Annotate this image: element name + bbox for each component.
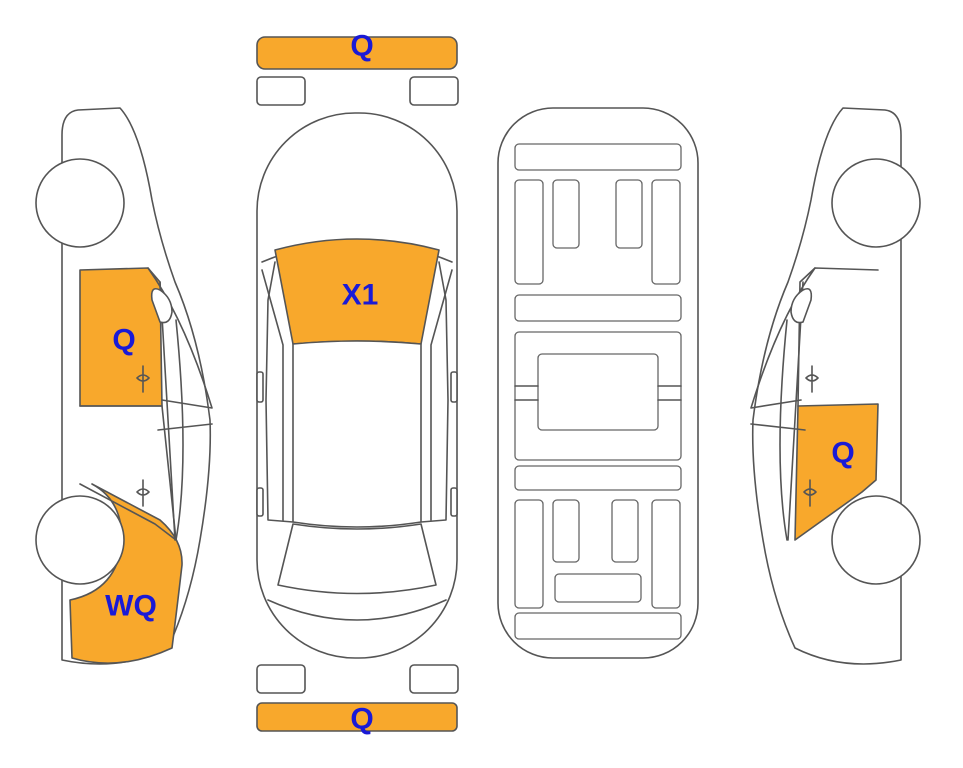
right-mirror	[450, 371, 458, 403]
rear-right-light	[409, 664, 459, 694]
right-a-pillar	[430, 269, 453, 521]
underbody-rear-inner-right	[611, 499, 639, 563]
underbody-rear-right-rail	[651, 499, 681, 609]
underbody-center-panel	[537, 353, 659, 431]
right-front-wheel	[831, 158, 921, 248]
underbody-front-left-rail	[514, 179, 544, 285]
left-front-handle	[136, 365, 150, 393]
underbody-rear-inner-left	[552, 499, 580, 563]
rear-window	[277, 523, 437, 595]
rear-left-light	[256, 664, 306, 694]
trunk-line	[267, 599, 447, 621]
right-handle	[450, 487, 458, 517]
underbody-front-inner-right	[615, 179, 643, 249]
front-bumper-panel[interactable]	[256, 36, 458, 70]
left-front-door-panel[interactable]	[79, 267, 163, 407]
left-rear-handle	[136, 479, 150, 507]
left-rear-wheel	[35, 495, 125, 585]
front-right-light	[409, 76, 459, 106]
right-rear-door-panel[interactable]	[794, 403, 879, 541]
right-rear-door-label: Q	[831, 437, 854, 470]
underbody-front-inner-left	[552, 179, 580, 249]
left-front-wheel	[35, 158, 125, 248]
right-side-window	[420, 261, 449, 523]
underbody-rear-crossbar-2	[514, 612, 682, 640]
roof-panel	[292, 340, 422, 528]
right-side-window-lines	[750, 267, 816, 541]
underbody-mid-crossbar	[514, 294, 682, 322]
left-side-window	[265, 261, 294, 523]
right-side-mirror	[790, 287, 813, 324]
left-rear-quarter-label: WQ	[105, 590, 157, 623]
underbody-exhaust	[554, 573, 642, 603]
rear-bumper-label: Q	[350, 703, 373, 736]
right-front-handle	[805, 365, 819, 393]
rear-bumper-panel[interactable]	[256, 702, 458, 732]
car-left-side-view	[35, 107, 213, 665]
left-side-mirror	[150, 287, 173, 324]
front-bumper-label: Q	[350, 30, 373, 63]
underbody-front-crossbar	[514, 143, 682, 171]
left-handle	[256, 487, 264, 517]
car-right-side-view	[750, 107, 921, 665]
car-underbody-view	[497, 107, 699, 659]
front-left-light	[256, 76, 306, 106]
underbody-rear-crossbar	[514, 465, 682, 491]
right-rear-handle	[803, 479, 817, 507]
underbody-front-right-rail	[651, 179, 681, 285]
right-rear-wheel	[831, 495, 921, 585]
left-mirror	[256, 371, 264, 403]
left-front-door-label: Q	[112, 324, 135, 357]
left-side-window-lines	[147, 267, 213, 541]
left-a-pillar	[261, 269, 284, 521]
underbody-rear-left-rail	[514, 499, 544, 609]
windshield-label: X1	[342, 279, 379, 312]
car-top-view	[256, 36, 459, 732]
